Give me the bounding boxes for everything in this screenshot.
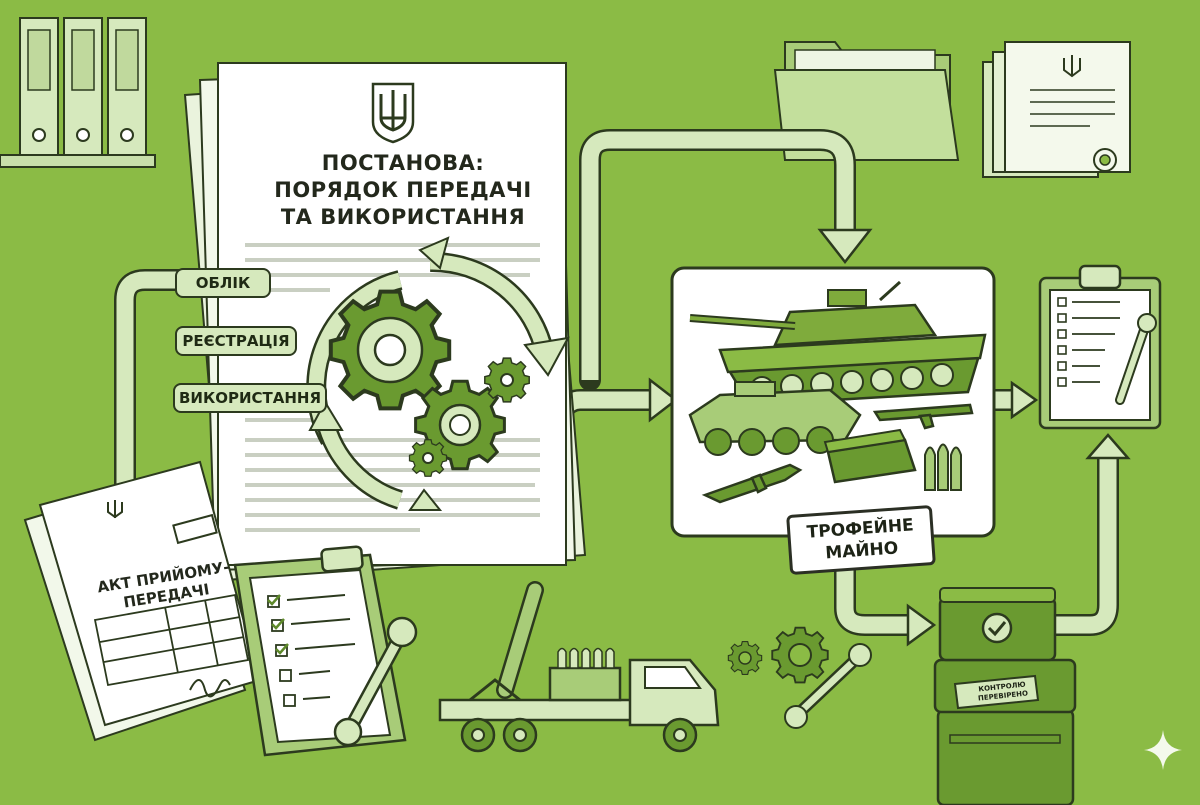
cycle-arrows bbox=[306, 236, 570, 511]
wrench-icon bbox=[784, 643, 872, 729]
mortar-truck-icon bbox=[438, 581, 720, 753]
checkmark-icon bbox=[981, 612, 1013, 644]
rifle-icon bbox=[701, 403, 974, 504]
trophy-property-stamp: ТРОФЕЙНЕ МАЙНО bbox=[786, 504, 936, 576]
apc-icon bbox=[688, 381, 862, 456]
decree-title-line: ПОСТАНОВА: bbox=[321, 151, 485, 175]
clipboard-icon bbox=[233, 545, 407, 757]
gear-icon bbox=[727, 626, 829, 684]
clipboard-icon bbox=[1038, 264, 1162, 430]
binder-icon bbox=[0, 17, 156, 168]
sparkle-icon bbox=[1144, 730, 1182, 770]
decree-title: ПОСТАНОВА: ПОРЯДОК ПЕРЕДАЧІ ТА ВИКОРИСТА… bbox=[258, 150, 548, 231]
decree-title-line: ТА ВИКОРИСТАННЯ bbox=[280, 205, 526, 229]
gear-icon bbox=[331, 292, 530, 477]
acceptance-act-document bbox=[23, 460, 262, 742]
ammo-box-icon bbox=[823, 428, 917, 484]
decree-title-line: ПОРЯДОК ПЕРЕДАЧІ bbox=[274, 178, 532, 202]
step-label-usage: ВИКОРИСТАННЯ bbox=[173, 383, 327, 413]
step-label-registration: РЕЄСТРАЦІЯ bbox=[175, 326, 297, 356]
trident-icon bbox=[371, 82, 415, 144]
wrench-icon bbox=[333, 616, 418, 747]
cartridge-icon bbox=[924, 443, 962, 491]
step-label-accounting: ОБЛІК bbox=[175, 268, 271, 298]
stacked-documents bbox=[982, 41, 1131, 178]
